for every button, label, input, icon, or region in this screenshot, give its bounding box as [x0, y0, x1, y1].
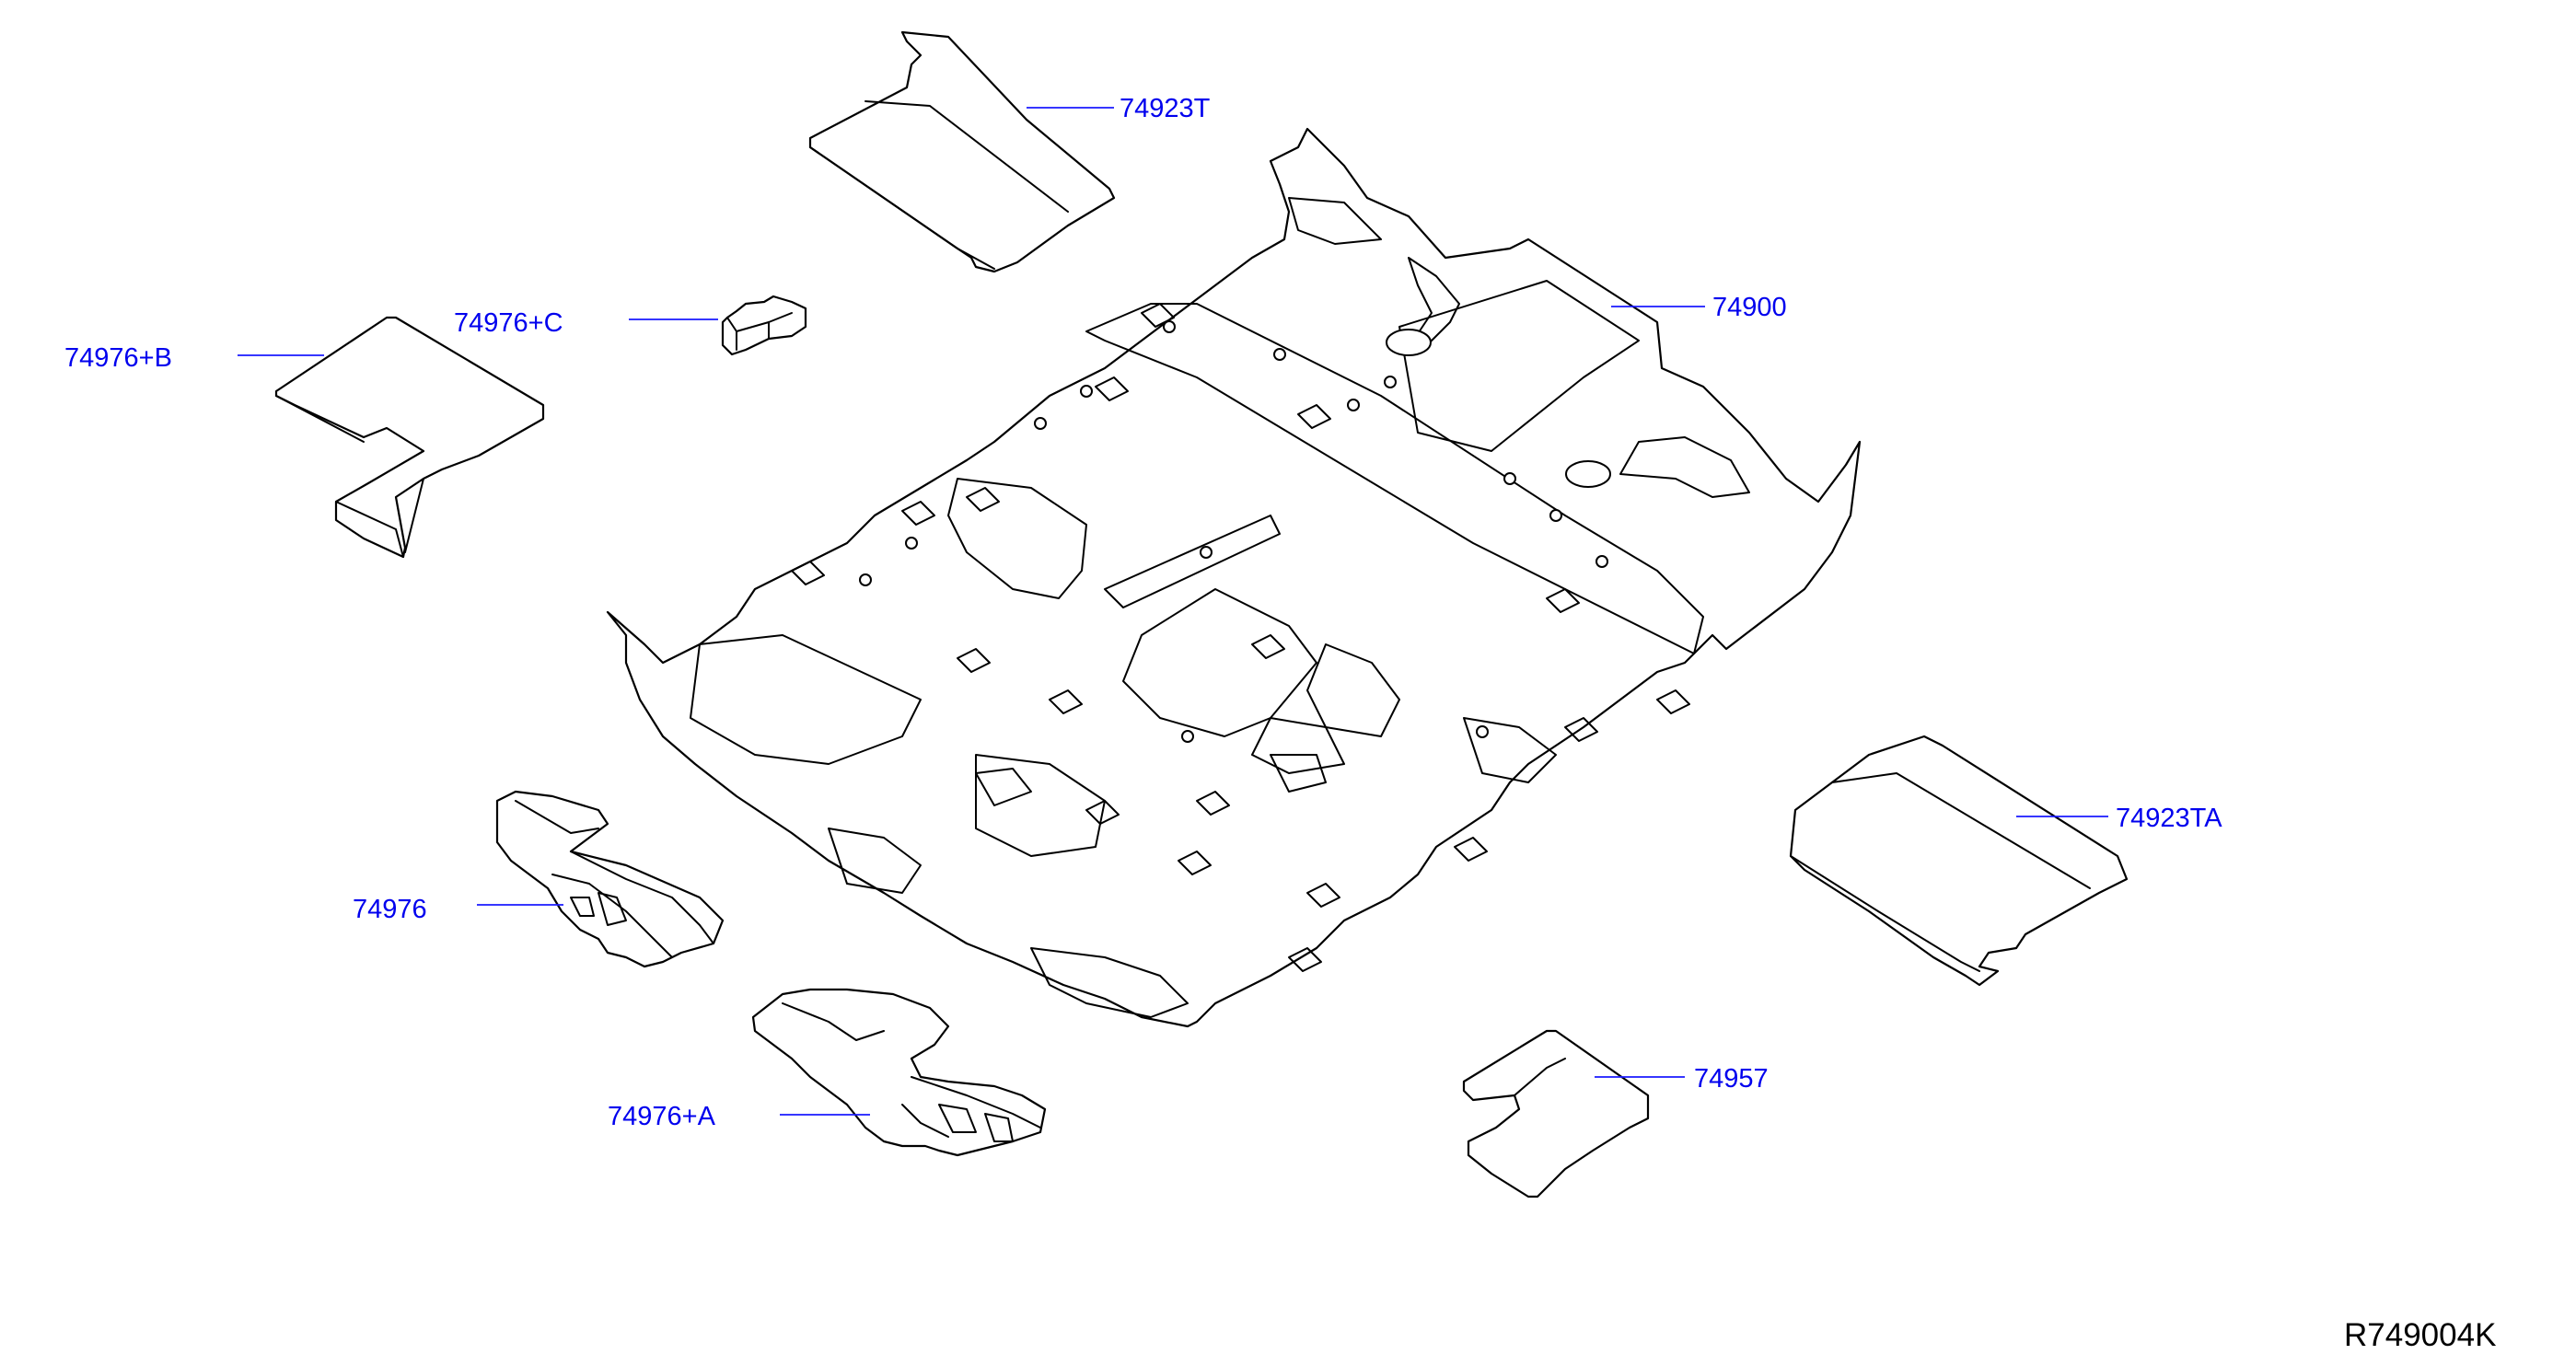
label-74923TA: 74923TA — [2116, 804, 2222, 833]
pad-74976A[interactable] — [751, 988, 1047, 1157]
mat-74957[interactable] — [1462, 1029, 1650, 1198]
label-74900: 74900 — [1712, 293, 1787, 322]
label-74976C: 74976+C — [454, 308, 563, 338]
leader-lines — [238, 107, 2108, 1116]
panel-74923TA[interactable] — [1789, 735, 2129, 987]
label-74976: 74976 — [353, 895, 427, 924]
drawing-id: R749004K — [2344, 1317, 2496, 1353]
label-74957: 74957 — [1694, 1064, 1769, 1094]
pad-74976B[interactable] — [274, 316, 545, 559]
floor-carpet-74900[interactable] — [606, 127, 1862, 1028]
label-74923T: 74923T — [1120, 94, 1211, 123]
label-74976A: 74976+A — [608, 1102, 716, 1131]
panel-74923T[interactable] — [808, 30, 1116, 273]
pad-74976[interactable] — [495, 790, 725, 968]
clip-74976C[interactable] — [721, 295, 807, 356]
label-74976B: 74976+B — [64, 343, 172, 373]
callout-labels: 74923T 74976+C 74976+B 74900 74923TA 749… — [64, 94, 2496, 1353]
